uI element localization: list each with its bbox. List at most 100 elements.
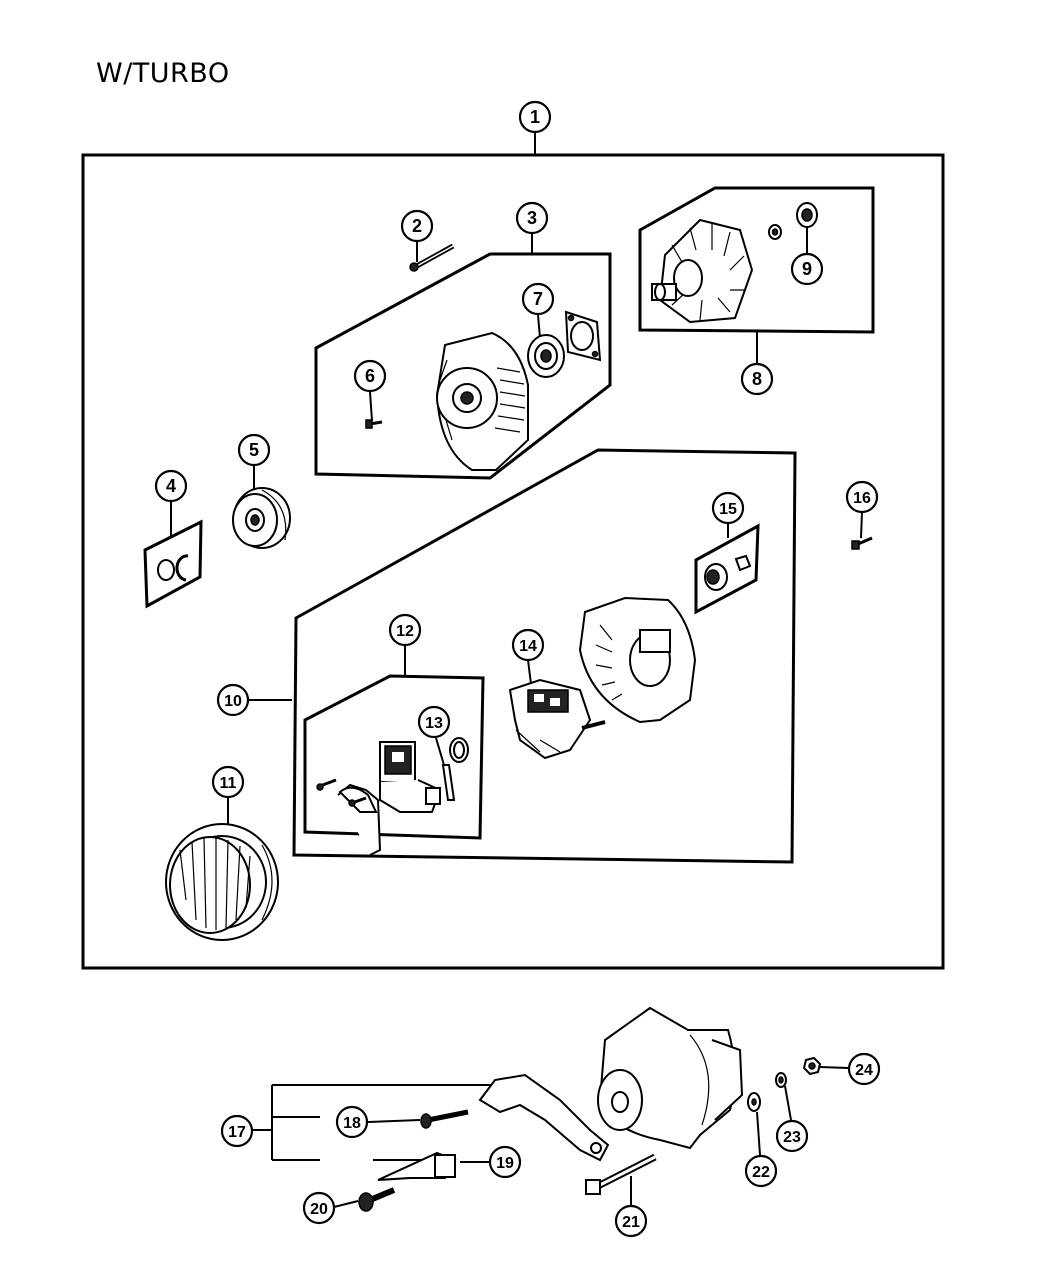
callout-24: 24 (847, 1052, 881, 1086)
callout-number: 6 (365, 366, 375, 386)
callout-13: 13 (417, 705, 451, 739)
nut-24-icon (802, 1056, 822, 1076)
callout-circle (400, 209, 434, 243)
rotor-8-icon (651, 218, 754, 324)
snap-ring-4-icon (157, 554, 189, 582)
callout-circle (220, 1114, 254, 1148)
callout-10: 10 (216, 683, 250, 717)
callout-number: 15 (719, 501, 737, 518)
callout-11: 11 (211, 765, 245, 799)
callout-6: 6 (353, 359, 387, 393)
callout-number: 2 (412, 216, 422, 236)
callout-number: 20 (310, 1201, 328, 1218)
bolt-20-icon (358, 1187, 396, 1212)
callout-22: 22 (744, 1154, 778, 1188)
callout-circle (335, 1105, 369, 1139)
bracket-arm-icon (478, 1073, 610, 1162)
callout-circle (711, 491, 745, 525)
callout-21: 21 (614, 1204, 648, 1238)
callout-circle (237, 433, 271, 467)
callout-number: 16 (853, 490, 871, 507)
callout-circle (417, 705, 451, 739)
seal-13-icon (441, 764, 456, 801)
retainer-plate-icon (564, 310, 602, 362)
callout-circle (211, 765, 245, 799)
callout-circle (744, 1154, 778, 1188)
callout-number: 14 (519, 638, 537, 655)
callout-number: 23 (783, 1129, 801, 1146)
callout-7: 7 (521, 282, 555, 316)
callout-19: 19 (488, 1145, 522, 1179)
callout-16: 16 (845, 480, 879, 514)
callout-23: 23 (775, 1119, 809, 1153)
group-box-4 (143, 519, 203, 609)
callout-circle (216, 683, 250, 717)
insulator-15-icon (704, 554, 752, 591)
group-box-15 (694, 523, 760, 615)
callout-number: 22 (752, 1164, 770, 1181)
callout-3: 3 (515, 201, 549, 235)
alternator-icon (597, 1006, 744, 1150)
nut-9-icon (768, 202, 818, 240)
callout-number: 5 (249, 440, 259, 460)
callout-4: 4 (154, 469, 188, 503)
bolt-18-icon (420, 1109, 469, 1129)
rear-housing-icon (578, 596, 697, 724)
washer-22-icon (747, 1092, 761, 1112)
front-housing-icon (435, 331, 529, 471)
callout-number: 3 (527, 208, 537, 228)
screw-16-icon (851, 536, 873, 550)
callout-circle (740, 362, 774, 396)
bolt-2-icon (409, 243, 455, 272)
callout-circle (511, 628, 545, 662)
group-outlines (81, 153, 945, 970)
callout-number: 11 (220, 775, 237, 792)
callout-number: 4 (166, 476, 176, 496)
callout-number: 19 (496, 1155, 514, 1172)
group-box-12 (303, 674, 485, 840)
callout-circle (353, 359, 387, 393)
callout-18: 18 (335, 1105, 369, 1139)
callout-circle (847, 1052, 881, 1086)
callout-circle (302, 1191, 336, 1225)
callout-20: 20 (302, 1191, 336, 1225)
callout-15: 15 (711, 491, 745, 525)
bearing-7-icon (527, 334, 565, 378)
callout-circle (521, 282, 555, 316)
callout-number: 17 (228, 1124, 246, 1141)
callout-circle (614, 1204, 648, 1238)
callout-circle (790, 252, 824, 286)
callout-number: 12 (396, 623, 414, 640)
callout-number: 8 (752, 369, 762, 389)
group-box-10 (292, 448, 797, 864)
callout-number: 24 (855, 1062, 873, 1079)
assembly-box-1 (81, 153, 945, 970)
rectifier-14-icon (508, 678, 606, 760)
diagram-heading: W/TURBO (96, 58, 230, 89)
callout-number: 18 (343, 1115, 361, 1132)
callout-circle (388, 613, 422, 647)
stator-11-icon (165, 823, 279, 941)
lock-washer-23-icon (775, 1072, 787, 1088)
callout-1: 1 (518, 100, 552, 134)
group-box-3 (314, 252, 612, 480)
group-box-8 (638, 186, 875, 334)
leader-lines (170, 132, 863, 1208)
callout-14: 14 (511, 628, 545, 662)
callout-5: 5 (237, 433, 271, 467)
callout-circle (518, 100, 552, 134)
regulator-12-icon (316, 737, 469, 856)
callout-number: 10 (224, 693, 242, 710)
bolt-21-icon (585, 1153, 657, 1195)
callout-12: 12 (388, 613, 422, 647)
callout-number: 1 (530, 107, 540, 127)
callout-8: 8 (740, 362, 774, 396)
screw-6-icon (365, 419, 383, 429)
callout-number: 21 (622, 1214, 640, 1231)
callout-circle (515, 201, 549, 235)
callout-number: 13 (425, 715, 443, 732)
callout-circle (845, 480, 879, 514)
callout-2: 2 (400, 209, 434, 243)
